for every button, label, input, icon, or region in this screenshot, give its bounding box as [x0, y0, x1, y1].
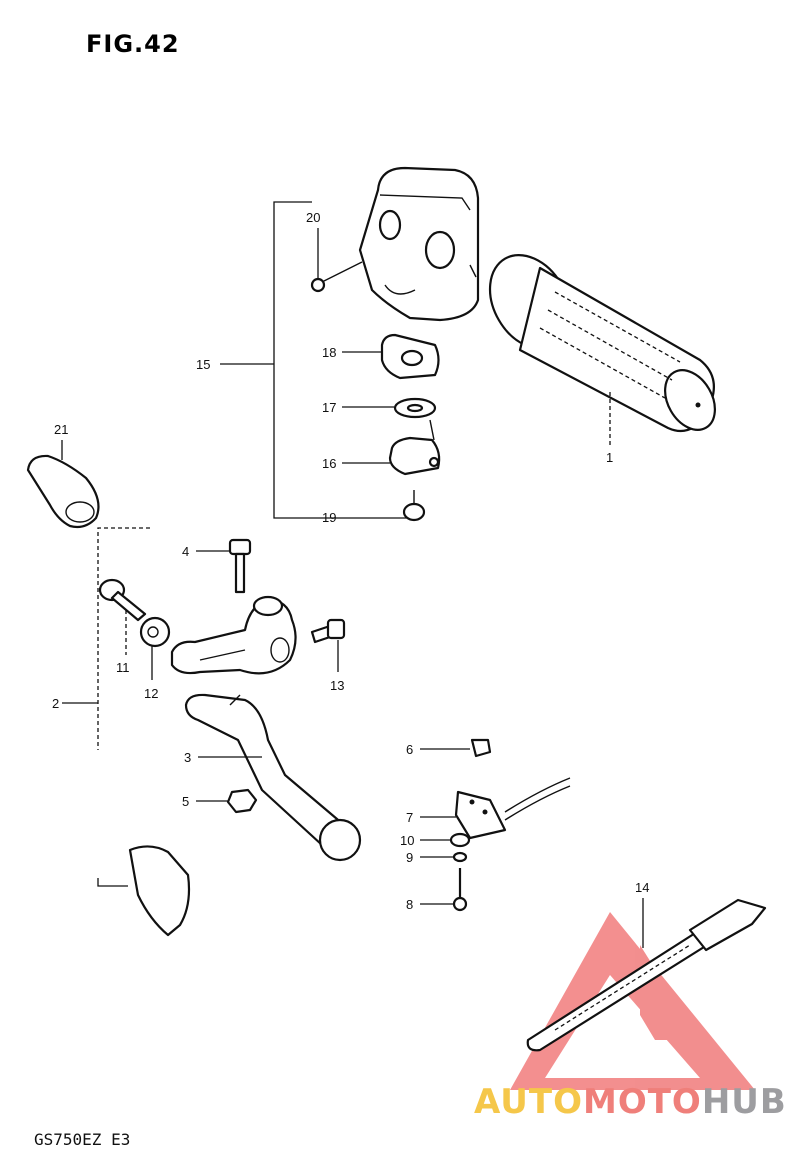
nut-12-part — [139, 616, 171, 648]
bolt-11-part — [98, 578, 147, 622]
callout-3: 3 — [184, 750, 191, 765]
lever-cover-21-part — [26, 454, 100, 529]
watermark-moto: MOTO — [582, 1082, 702, 1122]
callout-15: 15 — [196, 357, 210, 372]
washer-9-part — [452, 851, 468, 863]
callout-8: 8 — [406, 897, 413, 912]
washer-17-part — [393, 397, 437, 419]
watermark-text: AUTOMOTOHUB — [474, 1082, 787, 1122]
watermark-auto: AUTO — [474, 1082, 583, 1122]
callout-4: 4 — [182, 544, 189, 559]
watermark-hub: HUB — [701, 1082, 787, 1122]
callout-17: 17 — [322, 400, 336, 415]
callout-2: 2 — [52, 696, 59, 711]
callout-14: 14 — [635, 880, 649, 895]
callout-13: 13 — [330, 678, 344, 693]
callout-10: 10 — [400, 833, 414, 848]
screw-20-part — [310, 261, 363, 293]
bolt-4-part — [228, 538, 252, 594]
lever-holder-part — [170, 595, 297, 675]
callout-1: 1 — [606, 450, 613, 465]
callout-20: 20 — [306, 210, 320, 225]
switch-housing-part — [358, 166, 480, 322]
callout-21: 21 — [54, 422, 68, 437]
lever-cover-part — [128, 845, 191, 937]
model-code: GS750EZ E3 — [34, 1130, 131, 1149]
callout-19: 19 — [322, 510, 336, 525]
spacer-10-part — [449, 832, 471, 848]
throttle-pulley-part — [380, 333, 440, 380]
callout-7: 7 — [406, 810, 413, 825]
callout-11: 11 — [116, 660, 130, 675]
brake-lever-part — [184, 693, 362, 862]
callout-12: 12 — [144, 686, 158, 701]
bolt-13-part — [310, 618, 346, 644]
cable-strap-14-part — [526, 898, 767, 1052]
callout-9: 9 — [406, 850, 413, 865]
group-bracket-2 — [97, 527, 150, 750]
brake-switch-part — [454, 777, 571, 840]
screw-19-part — [402, 490, 426, 522]
callout-5: 5 — [182, 794, 189, 809]
callout-16: 16 — [322, 456, 336, 471]
cable-guide-16-part — [388, 419, 441, 476]
group-bracket-15 — [273, 201, 408, 519]
handlebar-grip-part — [488, 254, 716, 433]
figure-title: FIG.42 — [86, 30, 180, 58]
screw-8-part — [452, 868, 468, 912]
callout-6: 6 — [406, 742, 413, 757]
screw-6-part — [470, 738, 492, 758]
callout-18: 18 — [322, 345, 336, 360]
nut-5-part — [226, 788, 258, 814]
